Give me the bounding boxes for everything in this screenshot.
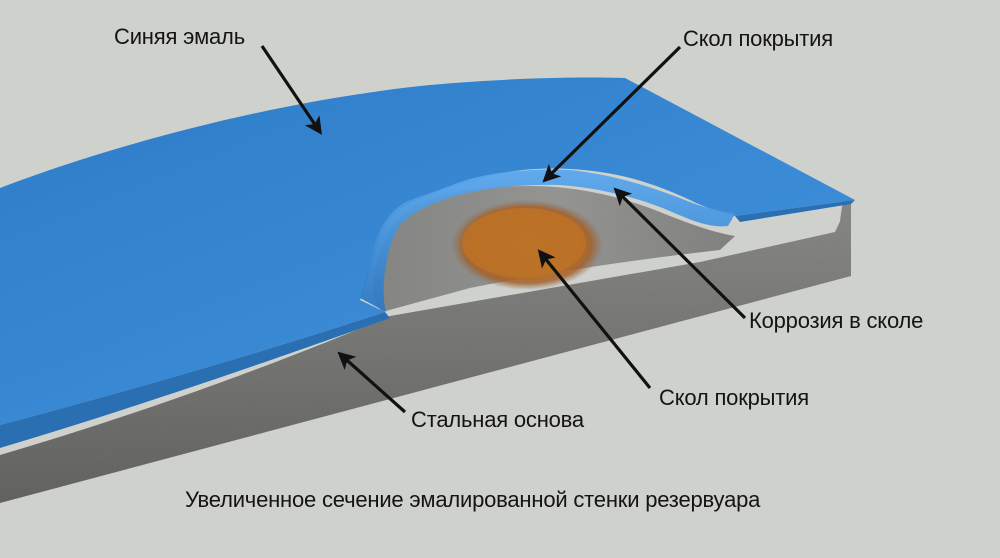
arrow-corrosion (613, 187, 747, 320)
label-chip-top: Скол покрытия (683, 26, 833, 51)
blue-enamel-surface (0, 77, 855, 425)
corrosion-core (462, 208, 586, 278)
label-chip-mid: Скол покрытия (659, 385, 809, 410)
steel-substrate-body (0, 198, 851, 503)
diagram-caption: Увеличенное сечение эмалированной стенки… (185, 487, 761, 512)
blue-enamel-edge-right (735, 200, 855, 222)
blue-enamel-edge (0, 312, 390, 448)
label-steel-base: Стальная основа (411, 407, 584, 432)
arrow-chip-top (542, 45, 682, 183)
arrow-steel (337, 351, 407, 414)
arrow-chip-mid (537, 249, 652, 390)
label-blue-enamel: Синяя эмаль (114, 24, 245, 49)
label-corrosion: Коррозия в сколе (749, 308, 924, 333)
arrow-enamel (260, 45, 322, 135)
